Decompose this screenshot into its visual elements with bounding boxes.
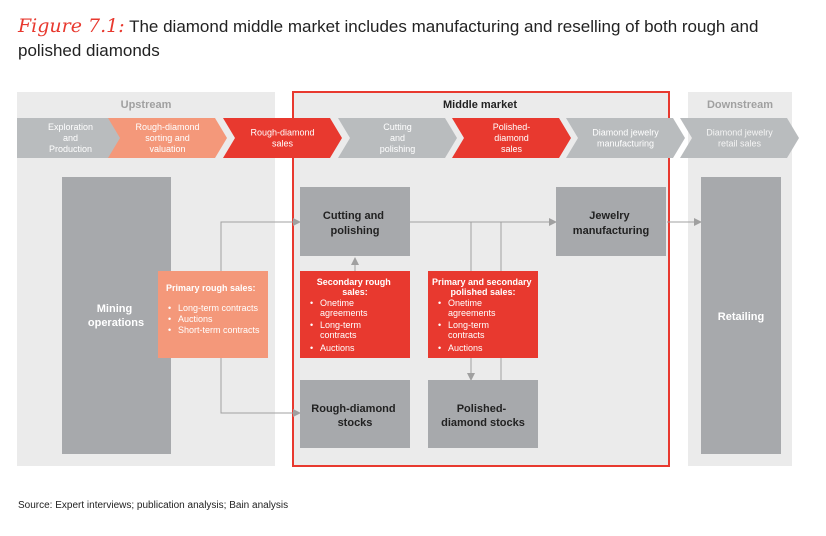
- secondary-rough-list: • Onetime agreements • Long-term contrac…: [310, 298, 368, 353]
- svg-text:Secondary rough sales:: Secondary rough sales:: [317, 277, 394, 297]
- chevron-step-5-label-3: sales: [501, 144, 523, 154]
- bullet: •: [168, 303, 171, 313]
- polished-sales-item-2b: contracts: [448, 330, 485, 340]
- jewelry-label-2: manufacturing: [573, 225, 649, 237]
- polished-sales-title-1: Primary and secondary: [432, 277, 532, 287]
- bullet: •: [168, 314, 171, 324]
- chevron-step-5-label-1: Polished-: [493, 122, 531, 132]
- secondary-rough-item-2b: contracts: [320, 330, 357, 340]
- chevron-step-4-label-2: and: [390, 133, 405, 143]
- chevron-step-7-label-2: retail sales: [718, 139, 762, 149]
- retailing-label: Retailing: [718, 311, 764, 323]
- chevron-step-4-label-3: polishing: [380, 144, 416, 154]
- bullet: •: [310, 343, 313, 353]
- chevron-step-6: [566, 118, 685, 158]
- chevron-step-2-label-3: valuation: [149, 144, 185, 154]
- cutting-polishing-label-2: polishing: [331, 225, 380, 237]
- chevron-step-3: [223, 118, 342, 158]
- rough-diamond-stocks-box: [300, 380, 410, 448]
- connector-primary-to-rough-stocks: [220, 358, 301, 417]
- chevron-row: ExplorationandProductionRough-diamondsor…: [17, 118, 799, 158]
- svg-text:Polished- diamond stocks: Polished- diamond stocks: [441, 403, 525, 429]
- figure-caption: The diamond middle market includes manuf…: [18, 17, 759, 60]
- cutting-polishing-box: [300, 187, 410, 256]
- polished-sales-title-2: polished sales:: [450, 287, 515, 297]
- mining-operations-label-2: operations: [88, 317, 144, 329]
- polished-diamond-stocks-box: [428, 380, 538, 448]
- connector-primary-to-cutting: [220, 218, 301, 271]
- chevron-step-5-label-2: diamond: [494, 133, 529, 143]
- svg-text:Cutting and polishing: Cutting and polishing: [323, 210, 387, 237]
- chevron-step-3-label-2: sales: [272, 139, 294, 149]
- polished-sales-list: • Onetime agreements • Long-term contrac…: [438, 298, 496, 353]
- chevron-step-2-label-1: Rough-diamond: [135, 122, 199, 132]
- bullet: •: [310, 298, 313, 308]
- rough-stocks-label-2: stocks: [338, 417, 373, 429]
- svg-text:Rough-diamond stocks: Rough-diamond stocks: [311, 403, 398, 429]
- retailing-box: [701, 177, 781, 454]
- secondary-rough-item-2a: Long-term: [320, 320, 361, 330]
- source-note: Source: Expert interviews; publication a…: [18, 500, 289, 511]
- polished-stocks-label-2: diamond stocks: [441, 417, 525, 429]
- bullet: •: [438, 320, 441, 330]
- figure-title: Figure 7.1: The diamond middle market in…: [18, 14, 808, 63]
- jewelry-label-1: Jewelry: [589, 210, 630, 222]
- primary-rough-sales-title: Primary rough sales:: [166, 283, 256, 293]
- svg-text:Mining operations: Mining operations: [88, 303, 144, 329]
- secondary-rough-title-2: sales:: [342, 287, 368, 297]
- polished-sales-item-2a: Long-term: [448, 320, 489, 330]
- chevron-step-2-label-2: sorting and: [145, 133, 190, 143]
- downstream-heading: Downstream: [707, 99, 773, 111]
- primary-rough-sales-box: [158, 271, 268, 358]
- bullet: •: [168, 325, 171, 335]
- bullet: •: [438, 298, 441, 308]
- chevron-step-6-label-1: Diamond jewelry: [592, 128, 659, 138]
- mining-operations-box: [62, 177, 171, 454]
- primary-rough-sales-list: • Long-term contracts • Auctions • Short…: [168, 303, 260, 335]
- polished-sales-item-3: Auctions: [448, 343, 483, 353]
- svg-text:Primary and secondary poli: Primary and secondary polished sales:: [432, 277, 534, 297]
- primary-sales-item-3: Short-term contracts: [178, 325, 260, 335]
- figure-label: Figure 7.1:: [18, 15, 125, 37]
- primary-sales-item-2: Auctions: [178, 314, 213, 324]
- secondary-rough-sales-box: [300, 271, 410, 358]
- jewelry-manufacturing-box: [556, 187, 666, 256]
- chevron-step-2: [108, 118, 227, 158]
- cutting-polishing-label-1: Cutting and: [323, 210, 384, 222]
- bullet: •: [310, 320, 313, 330]
- primary-sales-item-1: Long-term contracts: [178, 303, 259, 313]
- mining-operations-label-1: Mining: [97, 303, 132, 315]
- secondary-rough-title-1: Secondary rough: [317, 277, 391, 287]
- polished-stocks-label-1: Polished-: [457, 403, 507, 415]
- chevron-step-1: [17, 118, 136, 158]
- chevron-step-4-label-1: Cutting: [383, 122, 412, 132]
- chevron-step-7-label-1: Diamond jewelry: [706, 128, 773, 138]
- middle-market-heading: Middle market: [443, 99, 517, 111]
- upstream-heading: Upstream: [121, 99, 172, 111]
- chevron-step-5: [452, 118, 571, 158]
- chevron-step-1-label-1: Exploration: [48, 122, 93, 132]
- chevron-step-3-label-1: Rough-diamond: [250, 128, 314, 138]
- bullet: •: [438, 343, 441, 353]
- chevron-step-6-label-2: manufacturing: [597, 139, 654, 149]
- primary-secondary-polished-sales-box: [428, 271, 538, 358]
- chevron-step-1-label-2: and: [63, 133, 78, 143]
- polished-sales-item-1a: Onetime: [448, 298, 482, 308]
- secondary-rough-item-1a: Onetime: [320, 298, 354, 308]
- chevron-step-4: [338, 118, 457, 158]
- chevron-step-7: [680, 118, 799, 158]
- secondary-rough-item-1b: agreements: [320, 308, 368, 318]
- secondary-rough-item-3: Auctions: [320, 343, 355, 353]
- polished-sales-item-1b: agreements: [448, 308, 496, 318]
- rough-stocks-label-1: Rough-diamond: [311, 403, 395, 415]
- svg-text:Jewelry manufacturing: Jewelry manufacturing: [573, 210, 649, 237]
- chevron-step-1-label-3: Production: [49, 144, 92, 154]
